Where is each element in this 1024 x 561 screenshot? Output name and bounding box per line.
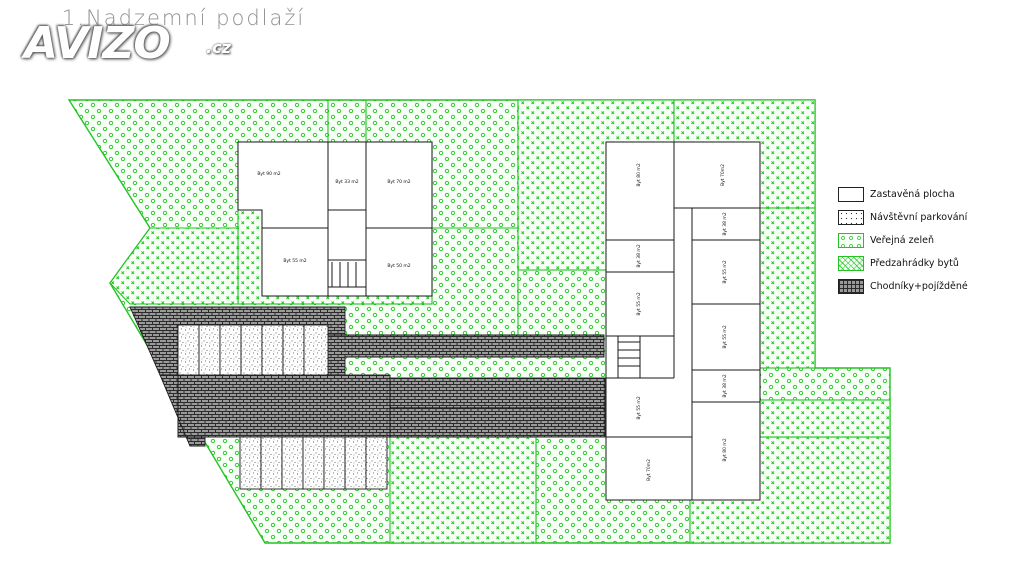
building-right <box>605 141 761 501</box>
flat-label: Byt 55 m2 <box>636 292 642 315</box>
flat-label: Byt 55 m2 <box>722 260 728 283</box>
legend-swatch-white <box>838 187 864 202</box>
legend-swatch-pavers <box>838 279 864 294</box>
flat-labels-right: Byt 80 m2 Byt 70m2 Byt 38 m2 Byt 38 m2 B… <box>636 163 728 481</box>
flat-label: Byt 80 m2 <box>636 163 642 186</box>
flat-label: Byt 33 m2 <box>335 179 358 185</box>
flat-label: Byt 55 m2 <box>722 325 728 348</box>
legend-item-public-green: Veřejná zeleň <box>838 232 968 249</box>
legend-item-visitor-parking: Návštěvní parkování <box>838 209 968 226</box>
page-title: 1.Nadzemní podlaží <box>62 6 306 30</box>
flat-label: Byt 70m2 <box>720 164 726 186</box>
flat-label: Byt 38 m2 <box>722 374 728 397</box>
flat-label: Byt 38 m2 <box>636 244 642 267</box>
legend-swatch-green-circles <box>838 233 864 248</box>
flat-label: Byt 55 m2 <box>283 258 306 264</box>
flat-label: Byt 38 m2 <box>722 212 728 235</box>
legend-swatch-dots <box>838 210 864 225</box>
flat-label: Byt 50 m2 <box>387 263 410 269</box>
legend-swatch-green-cross <box>838 256 864 271</box>
legend-item-built-area: Zastavěná plocha <box>838 186 968 203</box>
flat-labels-left: Byt 90 m2 Byt 33 m2 Byt 70 m2 Byt 55 m2 … <box>257 171 410 269</box>
parking-spaces <box>177 324 388 490</box>
flat-label: Byt 55 m2 <box>636 396 642 419</box>
legend-label: Předzahrádky bytů <box>870 258 959 269</box>
building-left <box>237 141 433 297</box>
legend-item-paved: Chodníky+pojížděné <box>838 278 968 295</box>
avizo-logo: AVIZO <box>24 18 171 69</box>
legend: Zastavěná plocha Návštěvní parkování Veř… <box>838 186 968 301</box>
legend-item-front-gardens: Předzahrádky bytů <box>838 255 968 272</box>
avizo-logo-suffix: .cz <box>206 38 231 57</box>
legend-label: Veřejná zeleň <box>870 235 934 246</box>
legend-label: Návštěvní parkování <box>870 212 968 223</box>
flat-label: Byt 80 m2 <box>722 438 728 461</box>
flat-label: Byt 70m2 <box>646 459 652 481</box>
legend-label: Zastavěná plocha <box>870 189 955 200</box>
flat-label: Byt 70 m2 <box>387 179 410 185</box>
flat-label: Byt 90 m2 <box>257 171 280 177</box>
legend-label: Chodníky+pojížděné <box>870 281 968 292</box>
